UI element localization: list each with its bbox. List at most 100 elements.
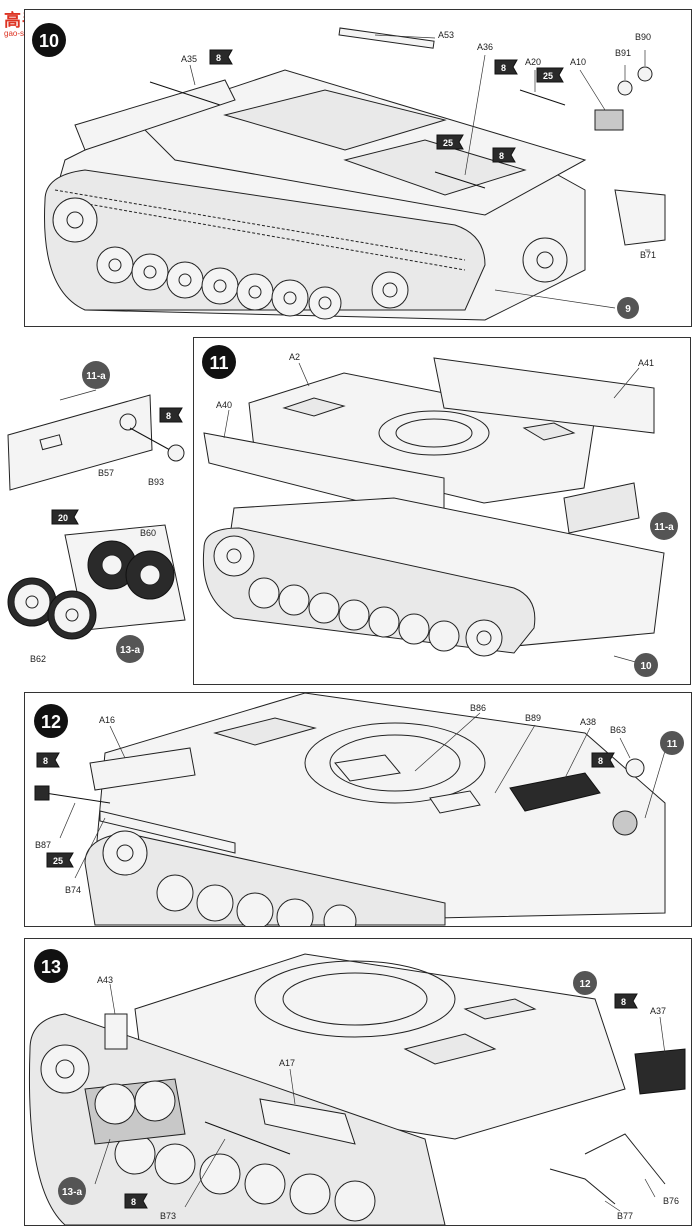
part-B76 [584, 1133, 666, 1185]
part-label: B74 [65, 885, 81, 895]
part-label: B60 [140, 528, 156, 538]
part-label: A53 [438, 30, 454, 40]
glue-flags: 8 8 25 25 8 [209, 49, 564, 163]
step-11-panel: 11 11-a A2 A [193, 337, 691, 685]
step-number-badge [202, 345, 236, 379]
road-wheels [213, 535, 503, 657]
part-label: A41 [638, 358, 654, 368]
part-label: A16 [99, 715, 115, 725]
part-A43 [104, 1013, 128, 1050]
step-12-panel: 12 [24, 692, 692, 927]
left-fender [74, 79, 236, 151]
part-B57 [7, 394, 153, 491]
subassembly-label: 13-a [62, 1187, 82, 1198]
road-wheels [52, 197, 568, 320]
part-label: A2 [289, 352, 300, 362]
part-label: B91 [615, 48, 631, 58]
glue-flag-number: 8 [131, 1197, 136, 1207]
glue-flag-number: 8 [216, 53, 221, 63]
part-B89 [429, 790, 481, 814]
glue-flag-number: 8 [499, 151, 504, 161]
part-label: B86 [470, 703, 486, 713]
step-number: 12 [41, 712, 61, 732]
subassembly-badge-13a [116, 635, 144, 663]
reference-step-badge [660, 731, 684, 755]
part-A53 [338, 27, 435, 49]
part-label: B90 [635, 32, 651, 42]
glue-flag-number: 8 [598, 756, 603, 766]
glue-flag-number: 8 [166, 411, 171, 421]
reference-step-badge [573, 971, 597, 995]
part-label: A35 [181, 54, 197, 64]
reference-step-number: 12 [579, 979, 591, 990]
subassembly-label: 13-a [120, 645, 140, 656]
glue-flag-number: 25 [53, 856, 63, 866]
step-12-illustration: 12 [34, 693, 684, 926]
part-A16 [89, 747, 196, 791]
part-B77 [549, 1168, 616, 1205]
part-A20 [519, 89, 566, 106]
part-A41 [433, 357, 655, 434]
part-label: A36 [477, 42, 493, 52]
part-B93 [129, 427, 171, 451]
glue-flags: 8 8 [124, 993, 638, 1209]
reference-step-badge [634, 653, 658, 677]
part-B62 [7, 577, 97, 640]
step-11-subassembly-area: 11-a 8 B57 B93 20 B60 B62 13-a [0, 340, 192, 680]
part-A10 [594, 109, 624, 131]
part-B91 [617, 80, 633, 96]
track-links [54, 189, 466, 261]
step-10-panel: 10 [24, 9, 692, 327]
reference-step-number: 11 [667, 739, 678, 750]
subassembly-badge-11a [650, 512, 678, 540]
part-label: A10 [570, 57, 586, 67]
step-number-badge [34, 949, 68, 983]
frame-opening [223, 89, 447, 151]
part-A38 [509, 772, 601, 812]
reference-step-number: 9 [625, 304, 631, 315]
part-label: B77 [617, 1211, 633, 1221]
part-label: A38 [580, 717, 596, 727]
glue-flag-number: 25 [443, 138, 453, 148]
step-number-badge [32, 23, 66, 57]
part-A36 [434, 171, 486, 189]
part-A35 [149, 81, 221, 106]
part-label: B73 [160, 1211, 176, 1221]
part-B90 [637, 66, 653, 82]
step-10-illustration: 10 [32, 23, 666, 321]
track-assembly [202, 527, 536, 654]
part-label: A20 [525, 57, 541, 67]
reference-step-badge [617, 297, 639, 319]
glue-flag-number: 8 [43, 756, 48, 766]
step-number-badge [34, 704, 68, 738]
part-label: A17 [279, 1058, 295, 1068]
step-number: 13 [41, 957, 61, 977]
glue-flag-number: 25 [543, 71, 553, 81]
part-B73 [204, 1121, 291, 1155]
part-labels: A53 A35 A36 A20 A10 B91 B90 B71 [181, 30, 656, 260]
glue-flag-number: 8 [501, 63, 506, 73]
reference-step-number: 10 [640, 661, 652, 672]
glue-flag-number: 20 [58, 513, 68, 523]
part-label: B71 [640, 250, 656, 260]
rear-plate-B71 [614, 189, 666, 246]
subassembly-label: 11-a [654, 522, 674, 533]
part-B63 [625, 758, 645, 778]
part-label: B76 [663, 1196, 679, 1206]
subassembly-badge-13a [58, 1177, 86, 1205]
part-label: B63 [610, 725, 626, 735]
part-label: B93 [148, 477, 164, 487]
step-11-illustration: 11 11-a A2 A [202, 345, 678, 677]
glue-flags: 8 8 25 [36, 752, 615, 868]
glue-flag-number: 8 [621, 997, 626, 1007]
step-13-illustration: 13 [28, 949, 686, 1225]
part-label: A37 [650, 1006, 666, 1016]
part-A37 [634, 1048, 686, 1095]
step-13-panel: 13 [24, 938, 692, 1226]
part-label: A40 [216, 400, 232, 410]
part-label: B87 [35, 840, 51, 850]
part-labels: A43 A17 A37 B73 B76 B77 [97, 975, 679, 1221]
step-number: 10 [39, 31, 59, 51]
subassembly-badge-11a [82, 361, 110, 389]
part-labels: A16 B86 B89 A38 B63 B87 B74 [35, 703, 626, 895]
